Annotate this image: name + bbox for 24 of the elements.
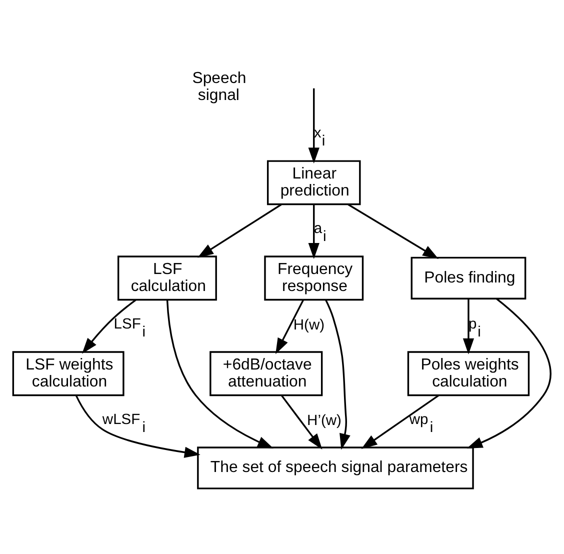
node-box: Poles weights calculation (407, 351, 530, 396)
node-box: Linear prediction (266, 160, 361, 206)
node-box: LSF weights calculation (12, 351, 124, 396)
edge-label: H’(w) (307, 413, 342, 430)
arrow (198, 204, 282, 258)
arrow (82, 299, 136, 354)
arrow (308, 204, 320, 259)
node-box: Poles finding (410, 256, 526, 300)
arrow (280, 395, 322, 450)
arrow (75, 395, 200, 458)
arrow (462, 299, 474, 354)
node-box: +6dB/octave attenuation (210, 351, 323, 396)
arrow (466, 298, 552, 448)
arrow (348, 204, 439, 259)
arrow (325, 300, 350, 450)
node-box: Frequency response (264, 256, 364, 301)
label: Speech signal (192, 70, 246, 104)
node-box: LSF calculation (117, 256, 217, 301)
arrow (166, 300, 274, 448)
arrow (361, 394, 440, 449)
arrow (276, 300, 304, 354)
arrow (308, 88, 320, 164)
node-box: The set of speech signal parameters (197, 446, 474, 490)
edge-label: H(w) (293, 318, 325, 334)
